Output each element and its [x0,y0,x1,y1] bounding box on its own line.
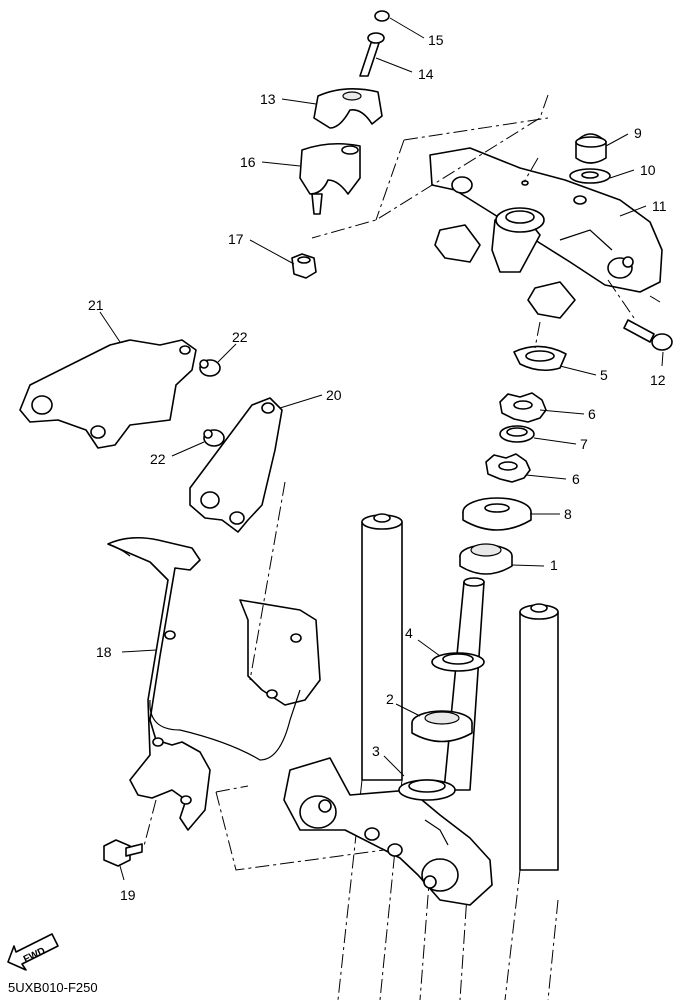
part-9-cap-nut [575,133,607,164]
part-21-bracket [19,339,197,449]
part-2-bearing [411,710,473,743]
callout-7: 7 [580,436,588,452]
part-5-washer [513,345,567,372]
part-6-ring-nut-upper [499,392,547,423]
part-16-lower-holder [299,142,361,215]
part-6-ring-nut-lower [485,453,531,483]
fork-tube-right [419,603,559,1001]
part-19-bolt [103,839,143,867]
callout-6-lower: 6 [572,471,580,487]
part-10-washer [569,168,611,184]
callout-18: 18 [96,644,112,660]
part-3-seal [398,779,456,801]
callout-13: 13 [260,91,276,107]
callout-22-lower: 22 [150,451,166,467]
part-13-upper-holder [313,88,383,129]
part-1-bearing [459,543,513,575]
callout-16: 16 [240,154,256,170]
callout-19: 19 [120,887,136,903]
callout-21: 21 [88,297,104,313]
part-12-bolt [623,319,673,351]
assembly-lines [143,94,661,871]
callout-1: 1 [550,557,558,573]
under-bracket [283,757,493,906]
steering-stem [443,577,485,791]
part-11-upper-bracket [429,147,663,319]
fork-tube-left [337,513,403,1001]
part-7-washer [499,425,535,443]
callout-14: 14 [418,66,434,82]
callout-12: 12 [650,372,666,388]
leader-lines [99,17,664,881]
callout-20: 20 [326,387,342,403]
part-20-bracket [189,397,283,533]
part-22-grommet-lower [203,429,225,447]
callout-2: 2 [386,691,394,707]
callout-6-upper: 6 [588,406,596,422]
callout-5: 5 [600,367,608,383]
callout-3: 3 [372,743,380,759]
callout-22-upper: 22 [232,329,248,345]
part-15-cap [374,10,390,22]
callout-11: 11 [652,198,667,214]
callout-17: 17 [228,231,244,247]
part-17-nut [291,253,317,279]
callout-8: 8 [564,506,572,522]
callout-numbers: 15 14 13 16 17 9 10 11 12 5 6 7 6 8 1 4 … [88,32,667,903]
part-14-bolt [359,32,385,77]
part-18-stay [107,536,321,831]
diagram-code: 5UXB010-F250 [8,980,98,995]
callout-10: 10 [640,162,656,178]
part-22-grommet-upper [199,359,221,377]
callout-4: 4 [405,625,413,641]
callout-15: 15 [428,32,444,48]
fwd-arrow-icon: FWD [7,933,59,971]
part-4-seal [431,652,485,672]
part-8-cover [462,497,532,531]
callout-9: 9 [634,125,642,141]
